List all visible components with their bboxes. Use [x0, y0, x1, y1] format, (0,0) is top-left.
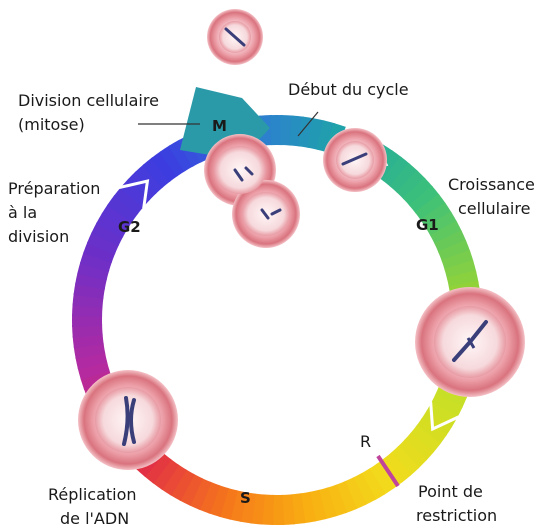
phase-label-g1: G1: [416, 216, 439, 234]
debut-label: Début du cycle: [288, 80, 409, 99]
croissance-label-line2: cellulaire: [458, 199, 530, 218]
cell-dividing: [204, 134, 300, 248]
restriction-r-label: R: [360, 432, 371, 451]
division-label-line2: (mitose): [18, 115, 85, 134]
cell-g1-early: [323, 128, 387, 192]
phase-label-m: M: [212, 117, 227, 135]
preparation-label-line2: à la: [8, 203, 37, 222]
preparation-label-line3: division: [8, 227, 69, 246]
croissance-label-line1: Croissance: [448, 175, 535, 194]
replication-label-line2: de l'ADN: [60, 509, 129, 528]
cell-s-phase: [78, 370, 178, 470]
cell-top: [207, 9, 263, 65]
point-label-line2: restriction: [416, 506, 497, 525]
phase-label-s: S: [240, 489, 251, 507]
division-label-line1: Division cellulaire: [18, 91, 159, 110]
cell-g1-late: [415, 287, 525, 397]
point-label-line1: Point de: [418, 482, 483, 501]
preparation-label-line1: Préparation: [8, 179, 100, 198]
replication-label-line1: Réplication: [48, 485, 137, 504]
phase-label-g2: G2: [118, 218, 141, 236]
